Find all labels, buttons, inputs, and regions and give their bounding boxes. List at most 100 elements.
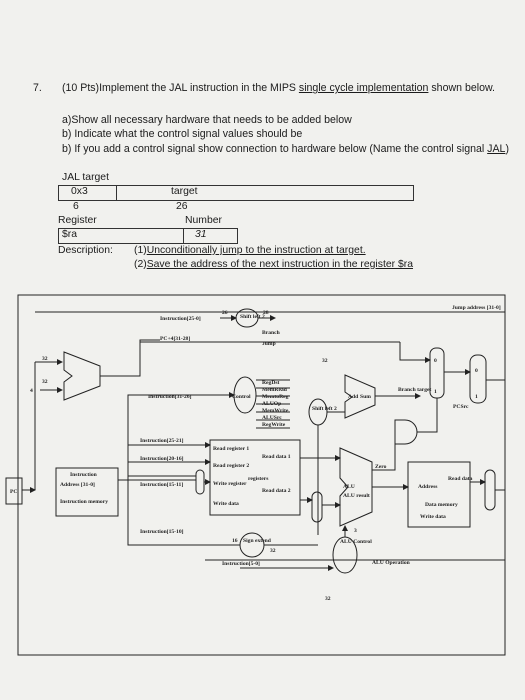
address-label: Address: [418, 484, 438, 490]
write-register-label: Write register: [213, 481, 247, 487]
label-28: 28: [263, 310, 269, 316]
label-32-c: 32: [322, 358, 328, 364]
instruction-memory: [55, 467, 119, 517]
alu-operation-label: ALU Operation: [372, 560, 411, 566]
pc-register: [5, 477, 23, 505]
label-26: 26: [222, 310, 228, 316]
branch-mux-1: 1: [434, 389, 437, 395]
part-b2-prefix: b) If you add a control signal show conn…: [62, 143, 488, 155]
part-b1: b) Indicate what the control signal valu…: [62, 128, 303, 140]
outer-frame: [17, 294, 506, 656]
pcsrc-wire: [417, 398, 438, 433]
instr-5-0-label: Instruction[5-0]: [222, 561, 260, 567]
add-label: Add: [348, 394, 359, 400]
question-suffix: shown below.: [428, 82, 495, 94]
pc-adder: [63, 351, 101, 401]
description-label: Description:: [58, 245, 113, 256]
read-register-2-label: Read register 2: [213, 463, 249, 469]
desc1-prefix: (1): [134, 245, 147, 256]
zero-label: Zero: [375, 464, 387, 470]
shift-left-2-jump-label: Shift left 2: [240, 314, 265, 320]
label-16: 16: [232, 538, 238, 544]
desc2-prefix: (2): [134, 259, 147, 270]
opcode-hex: 0x3: [71, 186, 88, 197]
write-data-mem-label: Write data: [420, 514, 446, 520]
instr-bus: [118, 445, 129, 481]
register-name: $ra: [62, 229, 78, 240]
pc4-wire: [100, 339, 160, 377]
question-prefix: (10 Pts)Implement the JAL instruction in…: [62, 82, 299, 94]
read-data-2-label: Read data 2: [262, 488, 291, 494]
target-field-label: target: [171, 186, 198, 197]
question-title: (10 Pts)Implement the JAL instruction in…: [62, 82, 495, 95]
pc4-31-28-label: PC+4[31-28]: [160, 336, 190, 342]
single-cycle-link: single cycle implementation: [298, 82, 429, 94]
sign-extend-unit: [239, 532, 265, 558]
pc-label: PC: [10, 489, 17, 495]
instr-to-sign-ext: [127, 480, 240, 546]
description-line-2: (2)Save the address of the next instruct…: [134, 259, 413, 271]
pc4-bus: [139, 341, 400, 376]
description-line-1: (1)Unconditionally jump to the instructi…: [134, 245, 366, 257]
alu-control-label: ALU Control: [340, 539, 372, 545]
label-32-b: 32: [42, 379, 48, 385]
memtoreg-mux: [484, 469, 496, 511]
control-signal-wires: [256, 379, 290, 429]
branch-mux-0: 0: [434, 358, 437, 364]
regwrite-label: RegWrite: [262, 422, 286, 428]
label-32-a: 32: [42, 356, 48, 362]
data-memory: [407, 461, 471, 528]
writeback-wire: [205, 489, 506, 561]
alusrc-label: ALUSrc: [262, 415, 282, 421]
desc2-text: Save the address of the next instruction…: [146, 259, 413, 270]
instr-25-21-label: Instruction[25-21]: [140, 438, 184, 444]
alu-label: ALU: [343, 484, 355, 490]
part-a: a)Show all necessary hardware that needs…: [62, 114, 352, 126]
register-label: Register: [58, 215, 97, 226]
instruction-label: Instruction: [70, 472, 98, 478]
branch-adder: [344, 374, 376, 419]
read-data-label: Read data: [448, 476, 473, 482]
branch-label: Branch: [262, 330, 281, 336]
instruction-memory-label: Instruction memory: [60, 499, 108, 505]
pc4-mux-wire: [399, 342, 431, 363]
regdst-mux: [195, 469, 205, 495]
part-b2: b) If you add a control signal show conn…: [62, 143, 509, 156]
shift-left-2-branch-label: Shift left 2: [312, 406, 337, 412]
instr-to-control: [127, 394, 200, 445]
pcsrc-label: PCSrc: [453, 404, 469, 410]
jump-mux-1: 1: [475, 394, 478, 400]
aluop-label: ALUOp: [262, 401, 281, 407]
number-label: Number: [185, 215, 222, 226]
datapath-wires: [5, 294, 506, 656]
alu-result-label: ALU result: [343, 493, 370, 499]
memread-label: MemRead: [262, 387, 288, 393]
instr-31-26-label: Instruction[31-26]: [148, 394, 192, 400]
alusrc-mux: [311, 491, 323, 523]
memwrite-label: MemWrite: [262, 408, 289, 414]
part-b2-suffix: ): [505, 143, 509, 155]
sum-label: Sum: [360, 394, 371, 400]
part-b2-jal: JAL: [487, 143, 506, 155]
register-number: 31: [195, 229, 207, 240]
jal-heading: JAL target: [62, 172, 109, 183]
target-bits: 26: [176, 201, 188, 212]
jump-label: Jump: [262, 341, 276, 347]
shift-left-2-branch: [308, 398, 328, 426]
register-name-cell: [58, 228, 184, 244]
label-3: 3: [354, 528, 357, 534]
read-data-1-label: Read data 1: [262, 454, 291, 460]
opcode-bits: 6: [73, 201, 79, 212]
opcode-cell: [58, 185, 117, 201]
registers-label: registers: [248, 476, 269, 482]
instr-15-0-label: Instruction[15-10]: [140, 529, 184, 535]
desc1-text: Unconditionally jump to the instruction …: [146, 245, 366, 256]
memtoreg-label: MemtoReg: [262, 394, 289, 400]
label-4: 4: [30, 388, 33, 394]
instr-25-0-label: Instruction[25-0]: [160, 316, 201, 322]
jump-address-label: Jump address [31-0]: [452, 305, 501, 311]
read-register-1-label: Read register 1: [213, 446, 249, 452]
sign-extend-label: Sign extend: [243, 538, 272, 544]
branch-target-label: Branch target: [398, 387, 432, 393]
